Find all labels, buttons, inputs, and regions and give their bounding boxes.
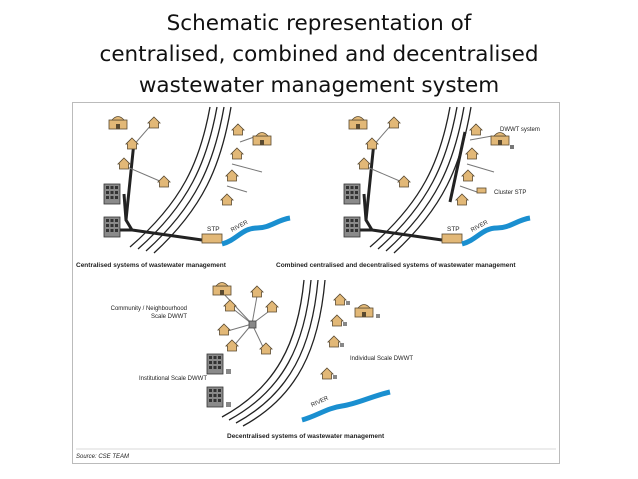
house-icon (147, 116, 161, 129)
institutional-label: Institutional Scale DWWT (139, 376, 207, 382)
individual-dwwt-unit-icon (343, 322, 347, 326)
individual-dwwt-unit-icon (346, 301, 350, 305)
title-line-2: centralised, combined and decentralised (99, 42, 539, 67)
combined-panel: DWWT system Cluster STP STP RIVER Combin… (276, 106, 540, 269)
river-icon (461, 215, 531, 247)
figure-frame (72, 102, 560, 464)
house-icon (157, 175, 171, 188)
temple-icon (108, 116, 128, 130)
house-icon (231, 123, 245, 136)
trunk-pipes (114, 141, 203, 242)
apartment-building-icon (103, 216, 121, 238)
house-icon (455, 193, 469, 206)
dwwt-unit-icon (510, 145, 514, 149)
house-icon (465, 147, 479, 160)
centralised-panel: STP RIVER Centralised systems of wastewa… (76, 106, 291, 269)
cluster-stp-label: Cluster STP (494, 190, 526, 196)
feeder-pipes (366, 123, 495, 193)
apartment-building-icon (103, 183, 121, 205)
community-label-line-2: Scale DWWT (151, 314, 187, 320)
house-icon (250, 285, 264, 298)
house-icon (469, 123, 483, 136)
individual-label: Individual Scale DWWT (350, 356, 413, 362)
house-icon (223, 299, 237, 312)
apartment-building-icon (206, 353, 224, 375)
dwwt-system-label: DWWT system (500, 127, 540, 133)
stp-plant-icon (201, 233, 223, 244)
river-icon (301, 389, 391, 423)
institutional-dwwt-unit-icon (226, 402, 231, 407)
house-icon (217, 323, 231, 336)
decentralised-caption: Decentralised systems of wastewater mana… (227, 433, 385, 440)
title-line-3: wastewater management system (138, 73, 500, 98)
house-icon (225, 169, 239, 182)
house-icon (397, 175, 411, 188)
centralised-caption: Centralised systems of wastewater manage… (76, 262, 227, 269)
community-label-line-1: Community / Neighbourhood (111, 306, 187, 312)
house-icon (387, 116, 401, 129)
house-icon (117, 157, 131, 170)
cluster-stp-icon (476, 187, 487, 194)
house-icon (461, 169, 475, 182)
individual-dwwt-unit-icon (333, 375, 337, 379)
house-icon (220, 193, 234, 206)
apartment-building-icon (343, 216, 361, 238)
river-label: RIVER (310, 395, 330, 408)
house-icon (265, 300, 279, 313)
temple-icon (348, 116, 368, 130)
trunk-pipes (354, 131, 467, 242)
individual-dwwt-unit-icon (340, 343, 344, 347)
individual-dwwt-unit-icon (376, 314, 380, 318)
house-icon (357, 157, 371, 170)
house-icon (225, 339, 239, 352)
stp-label: STP (447, 226, 460, 233)
house-icon (125, 137, 139, 150)
apartment-building-icon (206, 386, 224, 408)
apartment-building-icon (343, 183, 361, 205)
community-dwwt-unit-icon (248, 320, 257, 329)
title-line-1: Schematic representation of (166, 11, 472, 36)
river-icon (221, 215, 291, 247)
schematic-figure: STP RIVER Centralised systems of wastewa… (72, 102, 560, 464)
house-icon (327, 335, 341, 348)
slide-title: Schematic representation of centralised,… (0, 8, 638, 101)
sewer-lines (221, 279, 326, 427)
temple-icon (490, 132, 510, 146)
stp-plant-icon (441, 233, 463, 244)
house-icon (330, 314, 344, 327)
schematic-svg: STP RIVER Centralised systems of wastewa… (72, 102, 560, 464)
house-icon (333, 293, 347, 306)
temple-icon (252, 132, 272, 146)
combined-caption: Combined centralised and decentralised s… (276, 262, 516, 269)
temple-icon (212, 282, 232, 296)
temple-icon (354, 304, 374, 318)
stp-label: STP (207, 226, 220, 233)
institutional-dwwt-unit-icon (226, 369, 231, 374)
source-note: Source: CSE TEAM (76, 454, 129, 460)
house-icon (320, 367, 334, 380)
house-icon (230, 147, 244, 160)
decentralised-panel: Community / Neighbourhood Scale DWWT Ins… (111, 279, 413, 440)
house-icon (365, 137, 379, 150)
